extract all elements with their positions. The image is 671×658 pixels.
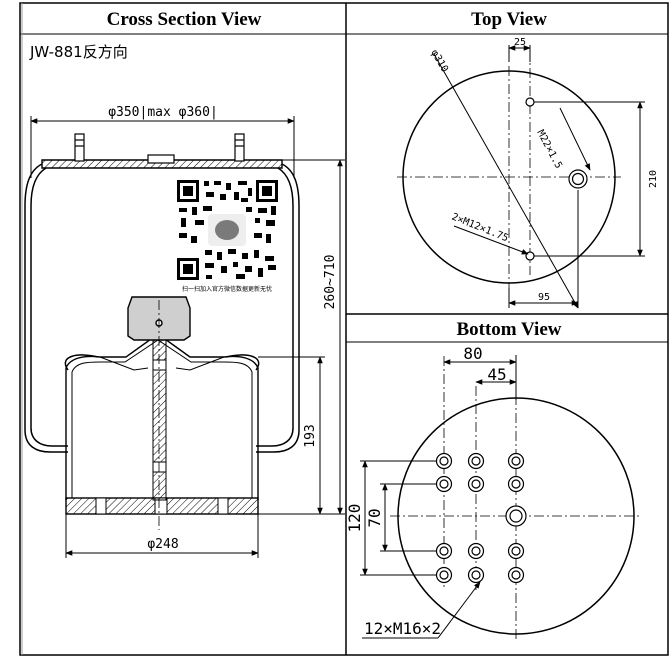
qr-code-image: 扫一扫加入官方微信数据更新无忧: [173, 175, 281, 293]
base-diameter-dimension: [65, 514, 259, 558]
top-plate: [41, 154, 283, 169]
top-vertical-label: 210: [648, 170, 659, 188]
piston-height-label: 193: [303, 424, 318, 447]
top-dimensions: [433, 45, 645, 309]
top-view-title: Top View: [471, 9, 547, 30]
height-dimension: [258, 159, 345, 515]
bottom-vertical-inner-label: 70: [365, 508, 384, 527]
mounting-studs: [74, 133, 245, 162]
top-diameter-label: φ310: [428, 48, 450, 74]
bottom-vertical-outer-label: 120: [345, 504, 364, 533]
outer-diameter-dimension: [30, 116, 295, 178]
cross-section-title: Cross Section View: [107, 9, 262, 30]
bottom-bolts-label: 12×M16×2: [364, 619, 441, 638]
model-label: JW-881反方向: [29, 43, 128, 61]
bottom-holes: [435, 452, 527, 584]
top-center-lines: [397, 50, 621, 290]
top-horizontal-label: 95: [538, 292, 550, 303]
bottom-inner-spacing-label: 45: [487, 365, 506, 384]
bottom-view: 80 45 120 70 12×M16×2: [345, 344, 642, 640]
top-offset-label: 25: [514, 37, 526, 48]
qr-caption: 扫一扫加入官方微信数据更新无忧: [182, 285, 272, 293]
top-view: φ310 25 M22×1.5 2×M12×1.75 210 95: [397, 37, 659, 309]
bottom-dimensions: [360, 355, 517, 639]
cross-section-view: JW-881反方向 φ350|max φ360|: [24, 43, 345, 558]
center-rod: [152, 339, 167, 501]
panel-frame: [19, 2, 669, 656]
bottom-outer-spacing-label: 80: [463, 344, 482, 363]
height-range-label: 260~710: [323, 255, 338, 310]
bottom-view-title: Bottom View: [456, 319, 561, 340]
top-holes: [525, 97, 588, 261]
outer-diameter-label: φ350|max φ360|: [108, 105, 218, 120]
base-diameter-label: φ248: [147, 537, 178, 552]
air-port-label: M22×1.5: [534, 128, 564, 170]
